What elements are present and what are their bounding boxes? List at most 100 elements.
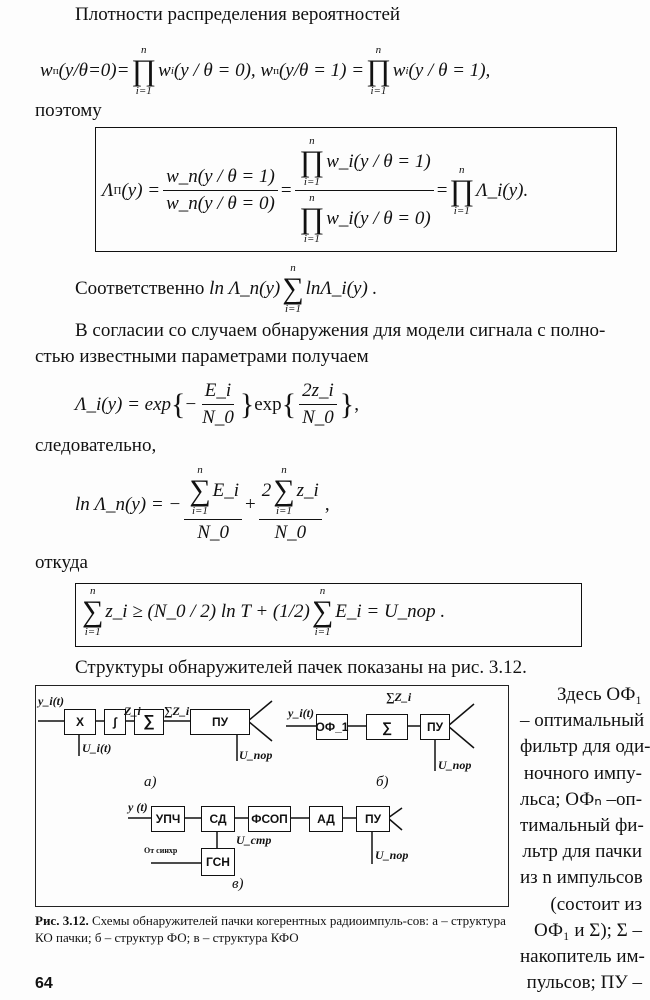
sum-operator: n∑i=1 [282,263,303,315]
symbol: 2 [261,480,272,501]
symbol: ∏ [299,202,325,235]
block-sync-detector: СД [201,806,235,832]
block-decision: ПУ [420,714,450,740]
symbol: n [89,585,96,597]
symbol: w_i(y / θ = 1) [326,151,431,172]
text-line: Здесь ОФ₁ [556,684,642,705]
paragraph: поэтому [35,100,102,121]
symbol: (y / θ = 1), [408,60,491,81]
text-line: – оптимальный [520,710,645,732]
paragraph: Плотности распределения вероятностей [75,4,401,25]
symbol: i=1 [314,626,331,638]
symbol: n [375,44,382,56]
symbol: Λ [102,179,114,201]
signal-label: y (t) [128,800,148,814]
symbol: z_i ≥ (N_0 / 2) ln T + (1/2) [105,601,310,622]
paragraph: Соответственно [75,278,205,299]
symbol: Λ_i(y). [476,179,529,201]
paragraph: В согласии со случаем обнаружения для мо… [75,320,606,341]
signal-label: Z_i [124,704,141,718]
page-number: 64 [35,975,53,992]
symbol: i=1 [303,233,320,245]
symbol: N_0 [197,522,229,543]
symbol: w [260,60,274,81]
paragraph: Структуры обнаружителей пачек показаны н… [75,657,527,678]
text-line: льтр для пачки [522,841,642,863]
signal-label: y_i(t) [288,706,314,720]
symbol: n [197,464,203,476]
formula-log-likelihood: Соответственно ln Λ_n(y) n∑i=1 lnΛ_i(y) … [75,263,377,315]
product-operator: n∏i=1 [366,45,391,97]
text-line: ночного импу- [523,762,642,784]
symbol: w [392,60,406,81]
text-line: фильтр для оди- [520,736,650,758]
paragraph: откуда [35,552,88,573]
symbol: N_0 [274,522,307,543]
symbol: ∏ [299,145,325,178]
symbol: w_n(y / θ = 1) [163,166,278,191]
symbol: w_i(y / θ = 0) [326,208,431,229]
block-fsop: ФСОП [248,806,291,832]
symbol: ∑ [282,272,304,305]
block-if-amplifier: УПЧ [151,806,185,832]
symbol: ∑ [189,474,211,507]
symbol: п [273,65,279,77]
symbol: n [459,163,465,176]
block-sum: ∑ [366,714,408,740]
product-operator: n∏i=1 [449,163,475,217]
text-line: льса; ОФₙ –оп- [520,788,643,810]
signal-label: U_пор [438,758,472,772]
signal-label: U_i(t) [82,741,112,755]
symbol: i=1 [284,303,301,315]
symbol: i=1 [84,626,101,638]
block-optimal-filter: ОФ_1 [316,714,348,740]
symbol: i=1 [303,176,320,188]
signal-label: ∑Z_i [386,690,412,704]
subfigure-label: б) [376,774,389,790]
symbol: n [281,464,287,476]
text-line: тимальный фи- [520,815,644,837]
figure-caption: Рис. 3.12. Схемы обнаружителей пачки ког… [35,912,510,946]
symbol: E_i [201,380,235,405]
signal-label: y_i(t) [38,694,64,708]
symbol: = [280,179,292,201]
symbol: w [40,60,53,81]
caption-number: Рис. 3.12. [35,913,89,928]
product-operator: n∏i=1 [131,45,156,97]
caption-text: Схемы обнаружителей пачки когерентных ра… [35,913,506,945]
signal-label: U_стр [236,833,272,847]
signal-label: U_пор [375,848,409,862]
symbol: N_0 [202,407,234,428]
symbol: ∏ [131,54,157,87]
block-integrator: ∫ [104,709,126,735]
symbol: П [113,184,122,197]
symbol: 2z_i [299,380,337,405]
symbol: − [185,393,197,415]
figure-3-12: X ∫ ∑ ПУ y_i(t) Z_i ∑Z_i U_i(t) U_пор а)… [35,685,509,907]
block-reference-generator: ГСН [201,848,235,876]
symbol: E_i = U_пор . [335,601,446,622]
symbol: ∑ [311,595,334,628]
symbol: i=1 [275,505,292,517]
symbol: i=1 [135,85,152,97]
symbol: ∏ [449,173,475,207]
symbol: ∑ [273,474,295,507]
block-decision: ПУ [190,709,250,735]
symbol: Λ_i(y) = exp [75,393,172,415]
text-line: (состоит из [550,893,642,915]
paragraph: следовательно, [35,435,157,456]
right-column-text: Здесь ОФ₁ – оптимальный фильтр для оди- … [520,682,650,996]
symbol: N_0 [302,407,334,428]
formula-threshold: n∑i=1 z_i ≥ (N_0 / 2) ln T + (1/2) n∑i=1… [80,586,445,638]
subfigure-label: в) [232,876,244,892]
subfigure-label: а) [144,774,157,790]
symbol: (y / θ = 0), [173,60,256,81]
